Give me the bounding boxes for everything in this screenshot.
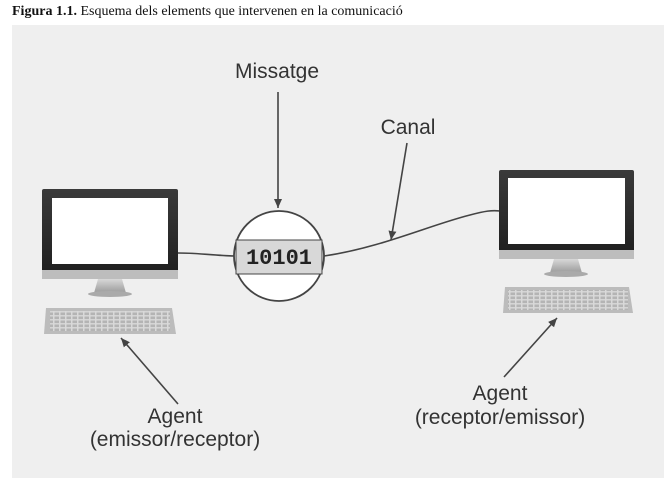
right-monitor-stand (550, 259, 582, 273)
agent-left-title: Agent (148, 405, 203, 428)
agent-left-role: (emissor/receptor) (90, 428, 260, 451)
figure-title: Esquema dels elements que intervenen en … (80, 4, 403, 19)
message-bits: 10101 (246, 246, 312, 271)
message-label: Missatge (235, 60, 319, 83)
channel-arrow (388, 142, 408, 241)
right-screen (508, 178, 625, 244)
agent-left-arrow (120, 337, 179, 405)
channel-cable-left (177, 252, 237, 257)
message-circle: 10101 (233, 210, 325, 302)
figure-number: Figura 1.1. (12, 4, 77, 19)
left-screen (52, 198, 168, 264)
agent-right-role: (receptor/emissor) (415, 406, 585, 429)
figure-caption: Figura 1.1. Esquema dels elements que in… (12, 4, 403, 20)
right-computer (499, 170, 634, 313)
agent-right-arrow (503, 317, 558, 378)
left-monitor-stand (94, 279, 126, 293)
left-computer (42, 189, 178, 334)
agent-right-title: Agent (473, 382, 528, 405)
channel-cable-right (323, 209, 501, 257)
right-keyboard (503, 287, 633, 313)
channel-label: Canal (381, 116, 436, 139)
left-keyboard (44, 308, 176, 334)
